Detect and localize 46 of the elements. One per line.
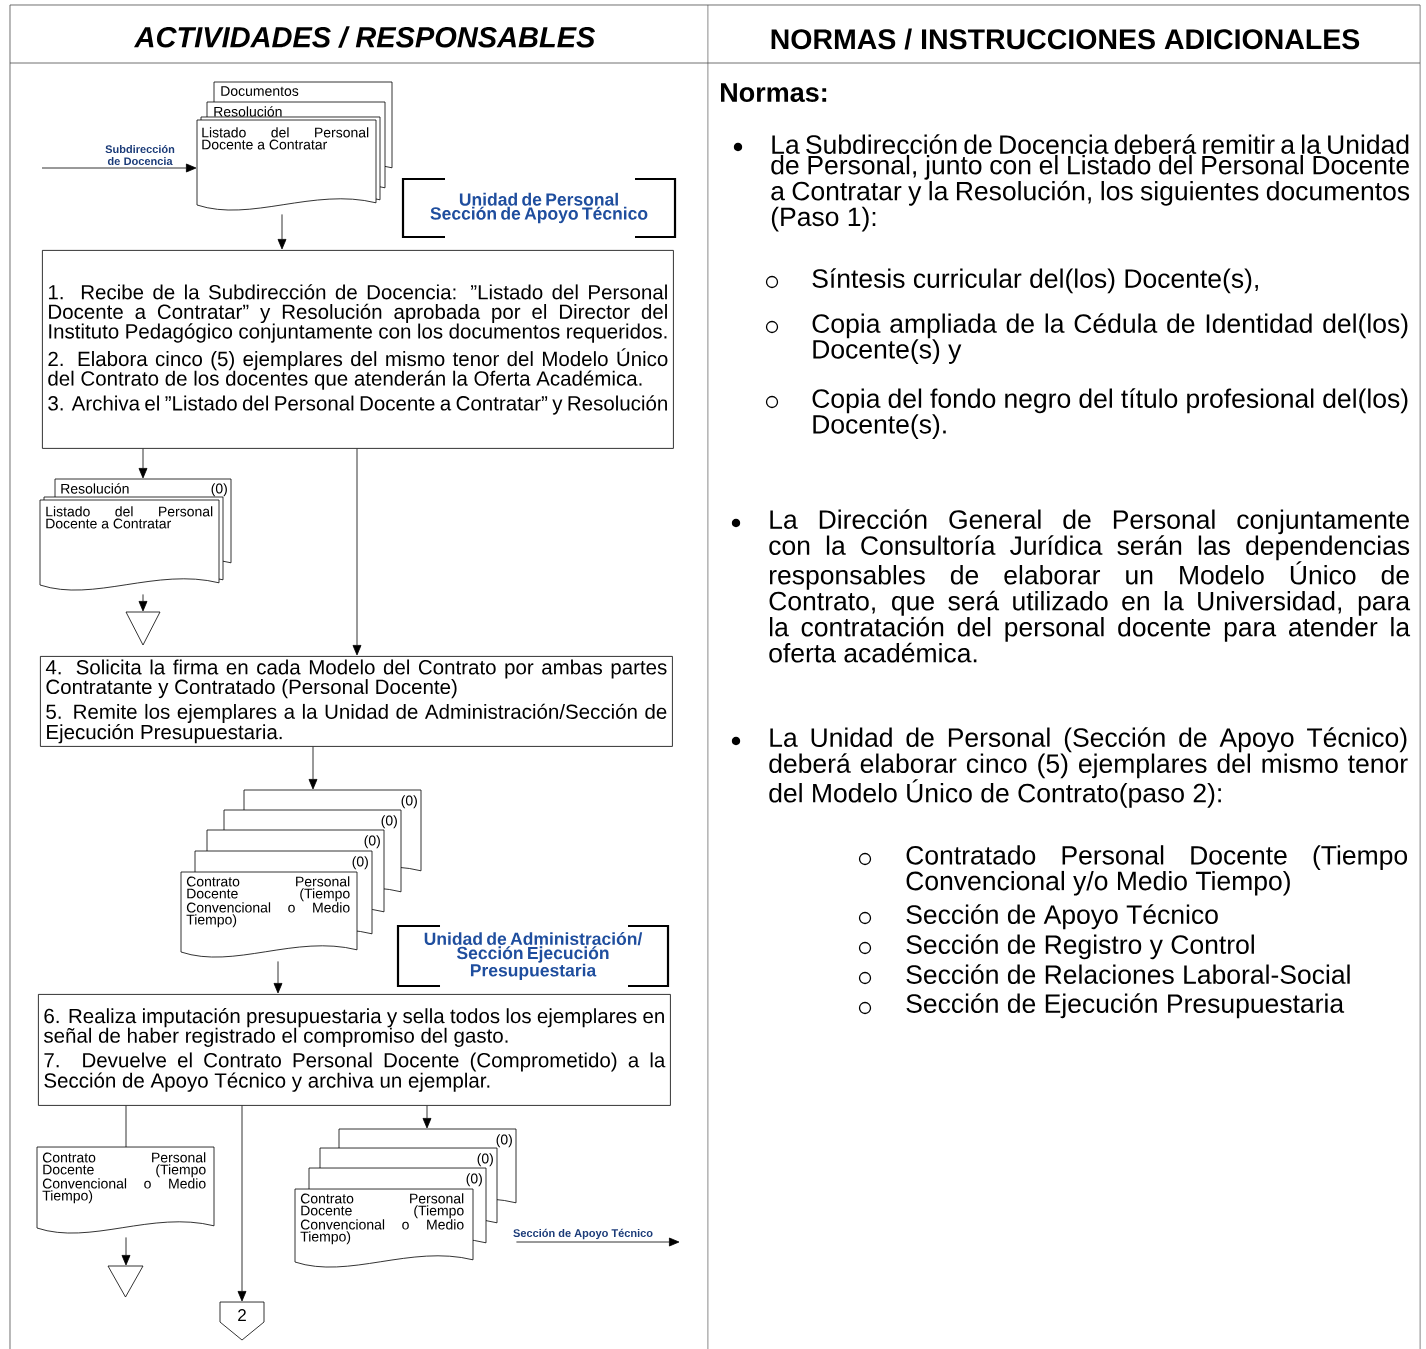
node-label: (0) — [496, 1134, 512, 1148]
arrow — [516, 1237, 680, 1247]
node-label: (0) — [477, 1153, 493, 1167]
node-label: (0) — [401, 795, 417, 809]
rule-text: Sección de Apoyo Técnico — [906, 904, 1218, 930]
bracket-label: Unidad de Personal Sección de Apoyo Técnico — [401, 177, 677, 239]
rule-text: La Unidad de Personal (Sección de Apoyo Técnico) deberá elaborar cinco (5) ejemplares del mismo tenor del Modelo Único de Contrato(paso 2): — [769, 727, 1408, 808]
arrow — [352, 448, 362, 656]
node-label: (0) — [211, 483, 227, 497]
rule-text: Contratado Personal Docente (Tiempo Convencional y/o Medio Tiempo) — [906, 845, 1408, 896]
document-stack: Documentos Resolución Listado del Personal Docente a Contratar — [196, 81, 393, 211]
process-box: 6. Realiza imputación presupuestaria y sella todos los ejemplares en señal de haber registrado el compromiso del gasto. 7. Devuelve el Contrato Personal Docente (Comprometido) a la Sección de Apoyo Técnico y archiva un ejemplar. — [38, 994, 671, 1106]
arrow — [237, 1105, 247, 1302]
edge-label: Subdirección de Docencia — [105, 144, 175, 166]
archive-triangle — [125, 611, 161, 646]
document-stack: (0) (0) (0) (0) Contrato Personal Docente (Tiempo Convencional o Medio Tiempo) — [180, 789, 422, 958]
document: Contrato Personal Docente (Tiempo Convencional o Medio Tiempo) — [36, 1146, 215, 1234]
column-header: NORMAS / INSTRUCCIONES ADICIONALES — [771, 28, 1360, 50]
bracket-label: Unidad de Administración/ Sección Ejecución Presupuestaria — [396, 924, 670, 988]
node-label: (0) — [364, 835, 380, 849]
process-box: 4. Solicita la firma en cada Modelo del Contrato por ambas partes Contratante y Contratado (Personal Docente) 5. Remite los ejemplares a la Unidad de Administración/Sección de Ejecución Presupuestaria. — [40, 656, 673, 747]
process-box: 1. Recibe de la Subdirección de Docencia: ”Listado del Personal Docente a Contratar” y Resolución aprobada por el Director del Instituto Pedagógico conjuntamente con los documentos requeridos. 2. Elabora cinco (5) ejemplares del mismo tenor del Modelo Único del Contrato de los docentes que atenderán la Oferta Académica. 3. Archiva el ”Listado del Personal Docente a Contratar” y Resolución — [42, 250, 674, 449]
node-label: Documentos — [221, 86, 299, 96]
rule-text: Copia del fondo negro del título profesional del(los) Docente(s). — [812, 388, 1408, 439]
rule-text: Sección de Relaciones Laboral-Social — [906, 964, 1350, 984]
arrow — [121, 1237, 131, 1266]
rule-text: La Dirección General de Personal conjuntamente con la Consultoría Jurídica serán las dependencias responsables de elaborar un Modelo Único de Contrato, que será utilizado en la Universidad, para la contratación del personal docente para atender la oferta académica. — [769, 509, 1411, 663]
off-page-connector: 2 — [219, 1301, 265, 1341]
arrow — [273, 961, 283, 994]
arrow — [41, 163, 197, 173]
rule-text: Sección de Ejecución Presupuestaria — [906, 993, 1345, 1019]
rule-text: La Subdirección de Docencia deberá remitir a la Unidad de Personal, junto con el Listado del Personal Docente a Contratar y la Resolución, los siguientes documentos (Paso 1): — [771, 134, 1410, 232]
rule-text: Síntesis curricular del(los) Docente(s), — [812, 268, 1258, 294]
rule-text: Sección de Registro y Control — [906, 934, 1254, 960]
node-label: Resolución — [61, 483, 129, 494]
column-header: ACTIVIDADES / RESPONSABLES — [134, 26, 596, 48]
arrow — [138, 448, 148, 479]
arrow — [422, 1105, 432, 1129]
arrow — [138, 594, 148, 612]
arrow — [308, 746, 318, 790]
archive-triangle — [107, 1265, 144, 1298]
section-heading: Normas: — [721, 83, 827, 103]
document-stack: Resolución (0) Listado del Personal Docente a Contratar — [39, 478, 232, 591]
arrow — [277, 214, 287, 250]
node-label: (0) — [381, 815, 397, 829]
rule-text: Copia ampliada de la Cédula de Identidad del(los) Docente(s) y — [812, 313, 1408, 364]
